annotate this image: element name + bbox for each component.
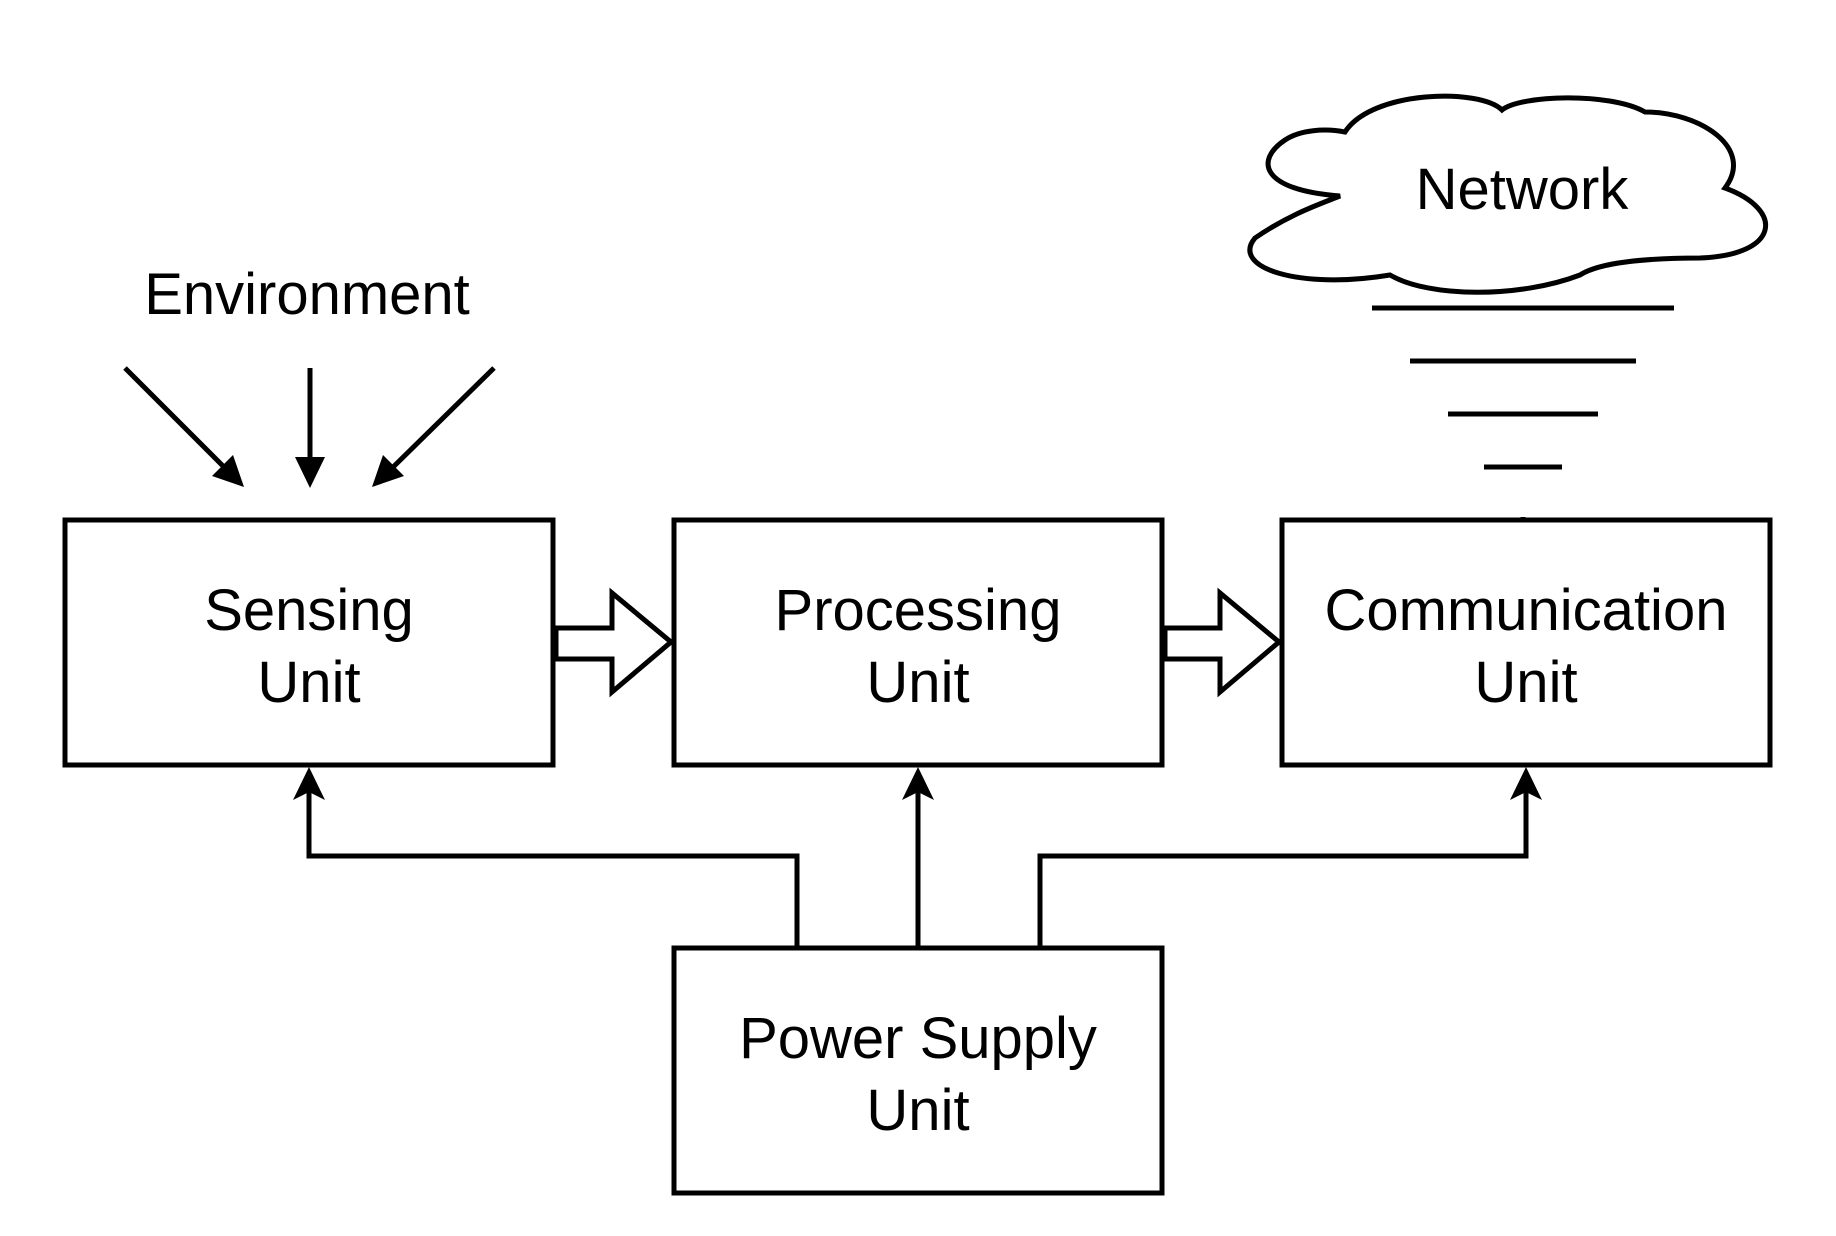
cloud-shape-icon [1247,93,1769,295]
environment-label: Environment [144,262,470,327]
environment-arrow-right [383,366,496,477]
power-to-sensing-line [306,790,800,948]
processing-to-communication-arrow [1162,587,1283,698]
power-supply-unit-label-line2: Unit [866,1078,969,1143]
environment-arrow-left [123,366,234,477]
power-supply-unit-box: Power Supply Unit [671,945,1165,1196]
antenna-signal-icon [1372,305,1674,520]
processing-unit-label-line2: Unit [866,650,969,715]
communication-unit-label-line1: Communication [1325,578,1728,643]
power-connections [306,790,1529,948]
sensing-unit-box: Sensing Unit [62,517,556,768]
communication-unit-box: Communication Unit [1279,517,1773,768]
network-label: Network [1416,157,1630,222]
network-cloud: Network [1247,93,1769,295]
processing-unit-box: Processing Unit [671,517,1165,768]
sensing-power-arrowhead-icon [293,767,325,800]
processing-unit-label-line1: Processing [775,578,1062,643]
power-to-communication-line [1037,790,1529,948]
sensing-unit-label-line1: Sensing [204,578,414,643]
sensing-to-processing-arrow [553,587,675,698]
communication-power-arrowhead-icon [1510,767,1542,800]
communication-unit-label-line2: Unit [1474,650,1577,715]
power-arrowheads [293,767,1542,800]
sensing-unit-label-line2: Unit [257,650,360,715]
processing-power-arrowhead-icon [902,767,934,800]
environment-arrows [123,366,496,488]
power-supply-unit-label-line1: Power Supply [739,1006,1097,1071]
